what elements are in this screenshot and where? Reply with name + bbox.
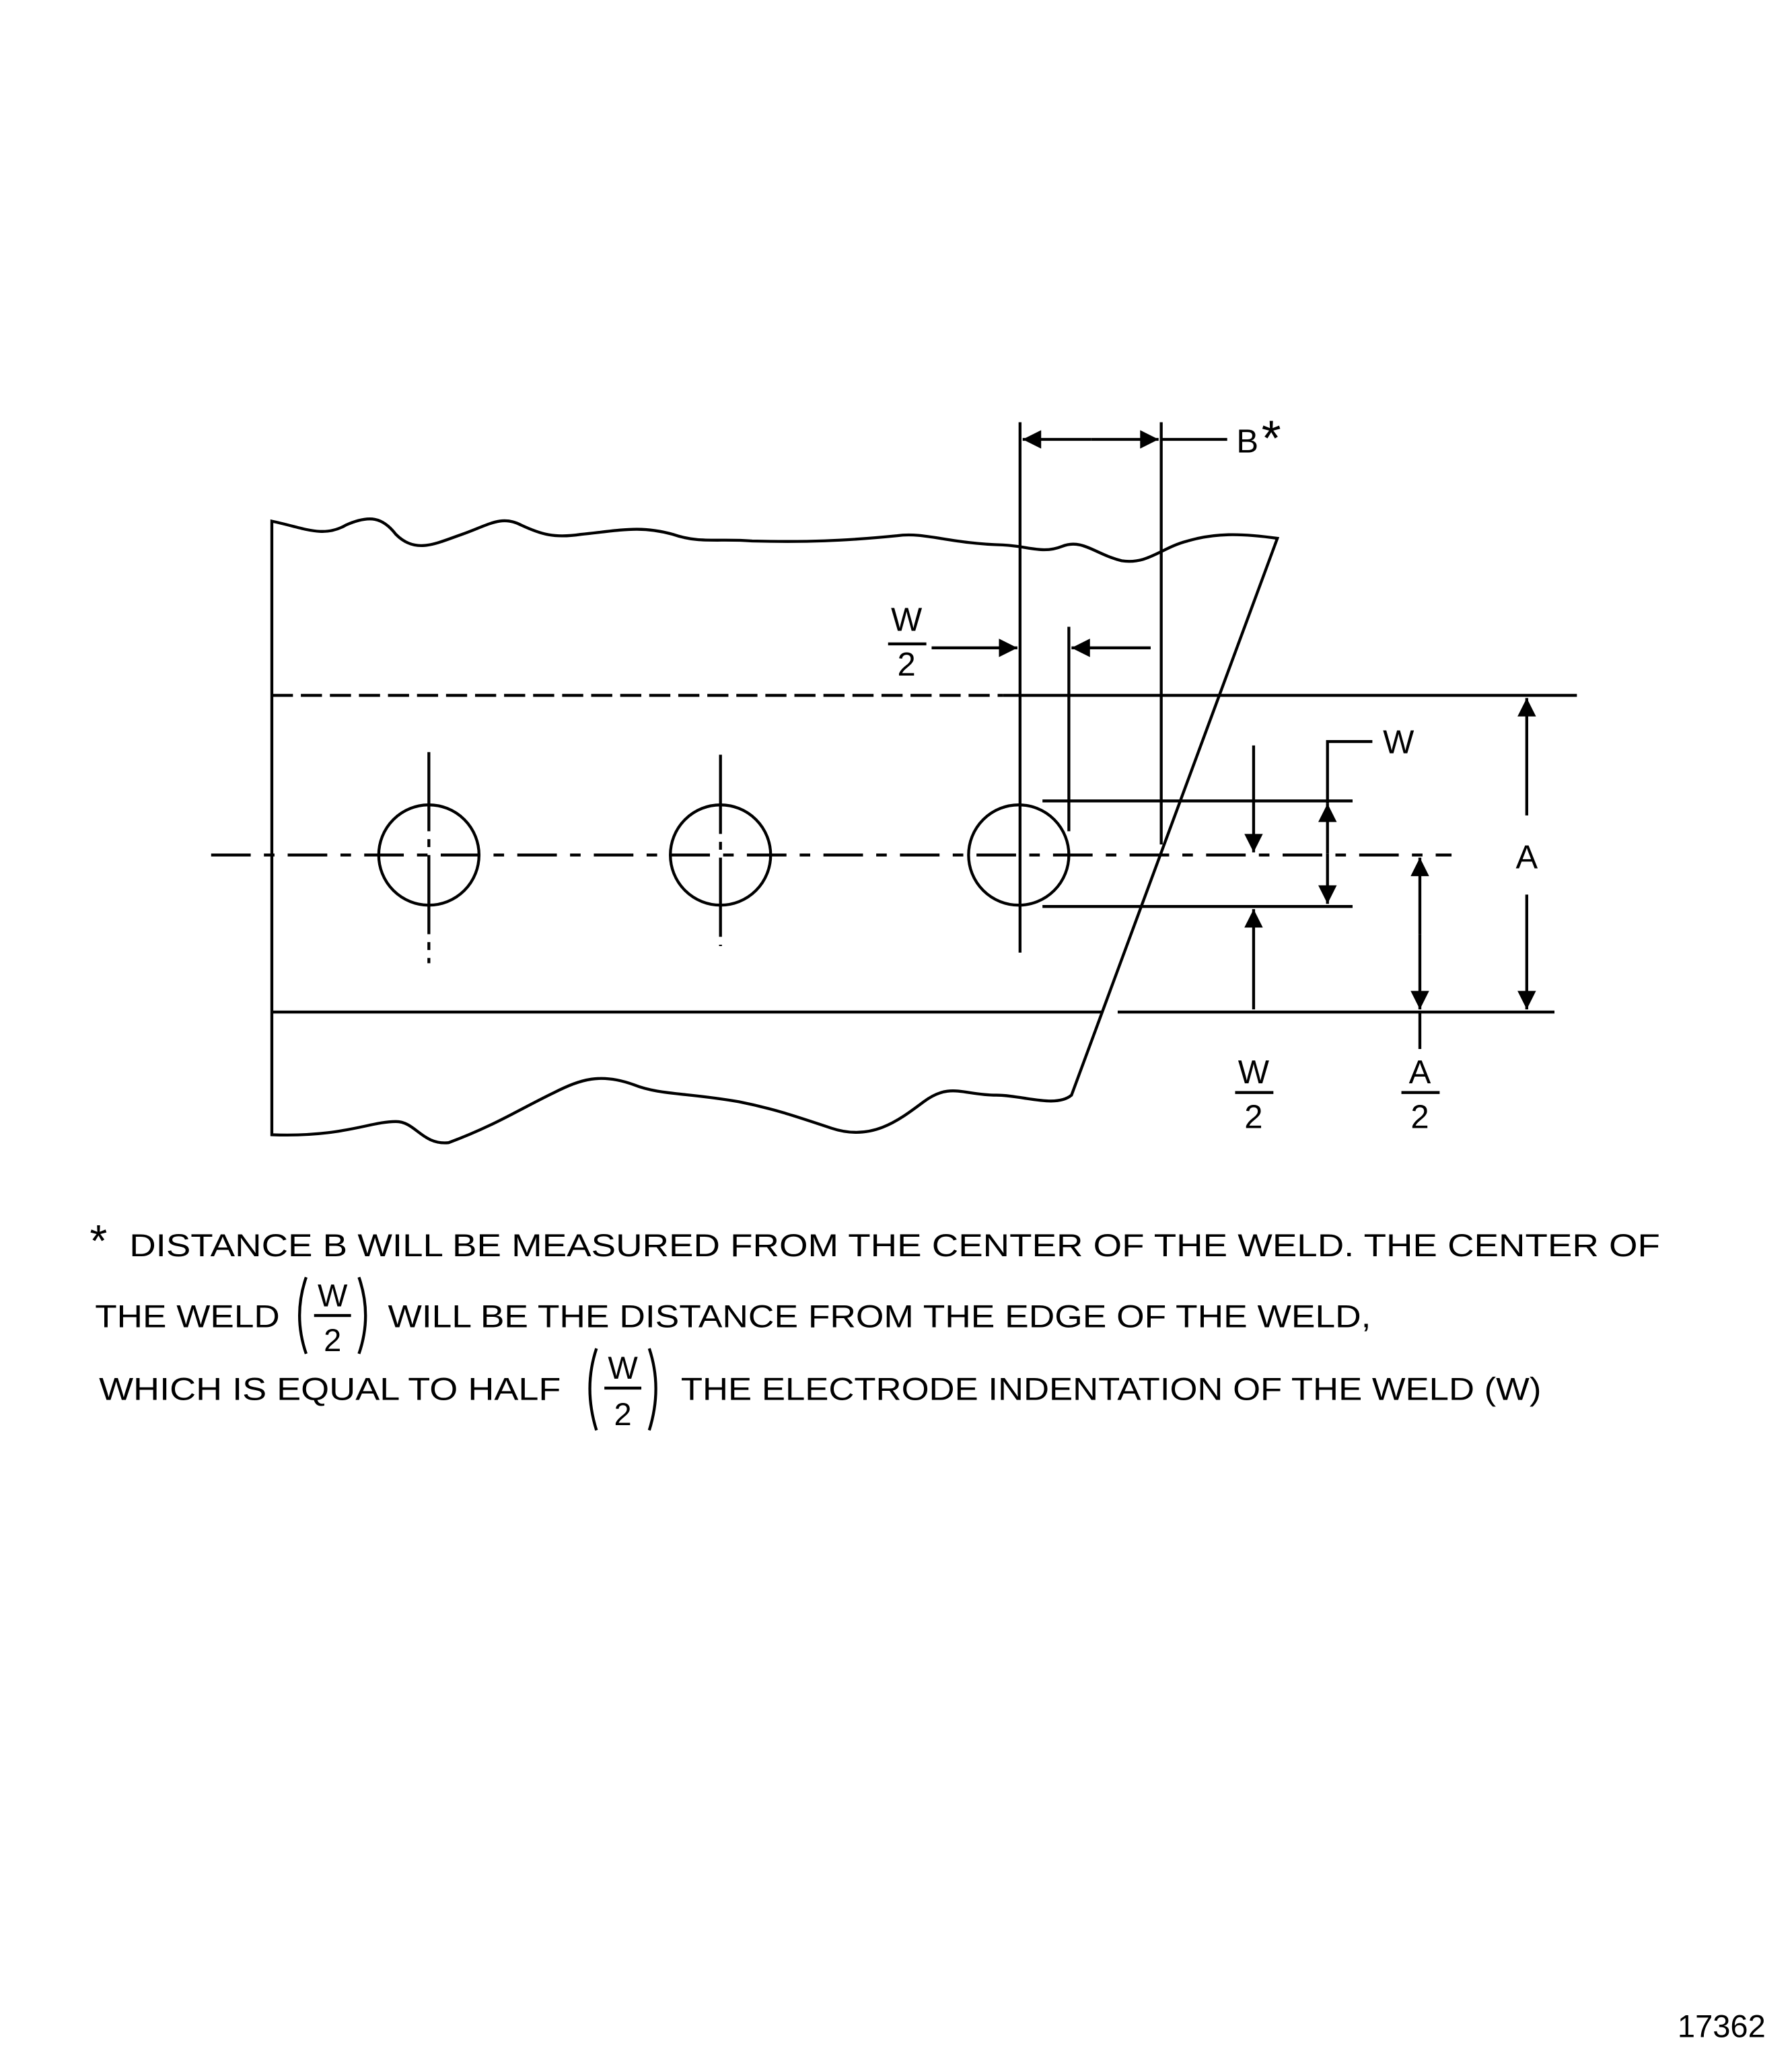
svg-text:W: W (608, 1350, 638, 1385)
svg-text:*: * (1262, 410, 1281, 466)
metal-sheet-outline (270, 517, 1280, 1145)
svg-text:2: 2 (1410, 1099, 1429, 1136)
svg-text:WHICH IS EQUAL TO HALF: WHICH IS EQUAL TO HALF (99, 1371, 561, 1407)
svg-text:2: 2 (898, 647, 916, 683)
dimension-w-half-right: W 2 (1235, 745, 1274, 1136)
svg-text:W: W (891, 602, 923, 638)
svg-text:W: W (1238, 1054, 1270, 1091)
weld-spot-1 (377, 752, 480, 964)
note-text: * DISTANCE B WILL BE MEASURED FROM THE C… (89, 1217, 1660, 1432)
svg-text:W: W (318, 1277, 348, 1313)
svg-text:WILL BE THE DISTANCE FROM THE: WILL BE THE DISTANCE FROM THE EDGE OF TH… (388, 1299, 1371, 1334)
svg-text:*: * (89, 1217, 107, 1266)
svg-text:B: B (1236, 424, 1258, 460)
svg-text:A: A (1515, 839, 1538, 875)
dimension-b: B * (1022, 410, 1281, 466)
dimension-w-half-top: W 2 (888, 602, 1151, 683)
svg-text:THE ELECTRODE INDENTATION OF T: THE ELECTRODE INDENTATION OF THE WELD (W… (681, 1371, 1542, 1407)
dimension-w: W (1318, 725, 1414, 904)
svg-text:2: 2 (324, 1322, 341, 1358)
svg-text:2: 2 (1244, 1099, 1262, 1136)
dimension-a-half: A 2 (1401, 857, 1440, 1136)
svg-text:W: W (1383, 725, 1414, 761)
figure-number: 17362 (1678, 2009, 1766, 2044)
dimension-a: A (1515, 698, 1538, 1010)
weld-spot-2 (669, 754, 773, 946)
svg-text:A: A (1409, 1054, 1431, 1091)
svg-text:DISTANCE B WILL BE MEASURED FR: DISTANCE B WILL BE MEASURED FROM THE CEN… (129, 1227, 1660, 1263)
svg-text:THE WELD: THE WELD (95, 1299, 280, 1334)
svg-text:2: 2 (614, 1396, 631, 1432)
weld-spot-3 (967, 422, 1071, 953)
